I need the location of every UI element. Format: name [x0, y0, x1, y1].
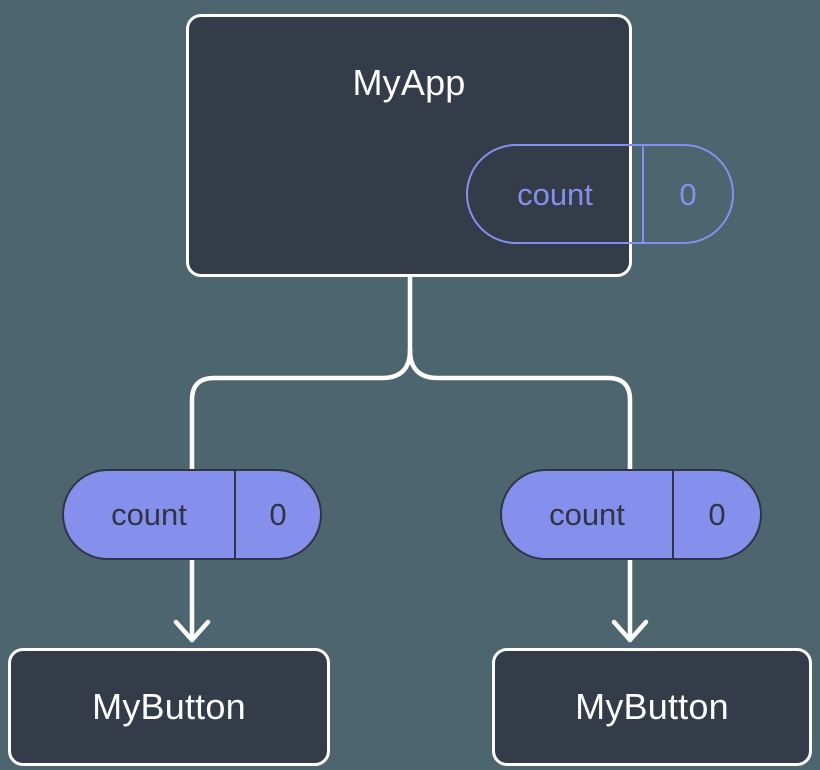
- component-node-mybutton-right[interactable]: MyButton: [492, 648, 812, 766]
- component-node-mybutton-left[interactable]: MyButton: [8, 648, 330, 766]
- component-node-myapp[interactable]: MyApp count 0: [186, 14, 734, 277]
- state-key: count: [111, 497, 187, 532]
- component-label: MyButton: [92, 686, 246, 727]
- state-pill-myapp[interactable]: count 0: [466, 144, 734, 244]
- arrowhead-right-icon: [611, 619, 649, 643]
- state-value: 0: [642, 146, 732, 242]
- state-pill-right[interactable]: count 0: [500, 469, 762, 560]
- edge-root-to-left: [189, 347, 413, 472]
- state-value: 0: [672, 471, 760, 558]
- state-key: count: [549, 497, 625, 532]
- component-label: MyButton: [575, 686, 729, 727]
- state-pill-left[interactable]: count 0: [62, 469, 322, 560]
- edge-root-to-right: [407, 347, 633, 472]
- arrowhead-left-icon: [173, 619, 211, 643]
- state-value: 0: [233, 471, 320, 558]
- state-key: count: [517, 176, 593, 212]
- component-label: MyApp: [352, 62, 466, 103]
